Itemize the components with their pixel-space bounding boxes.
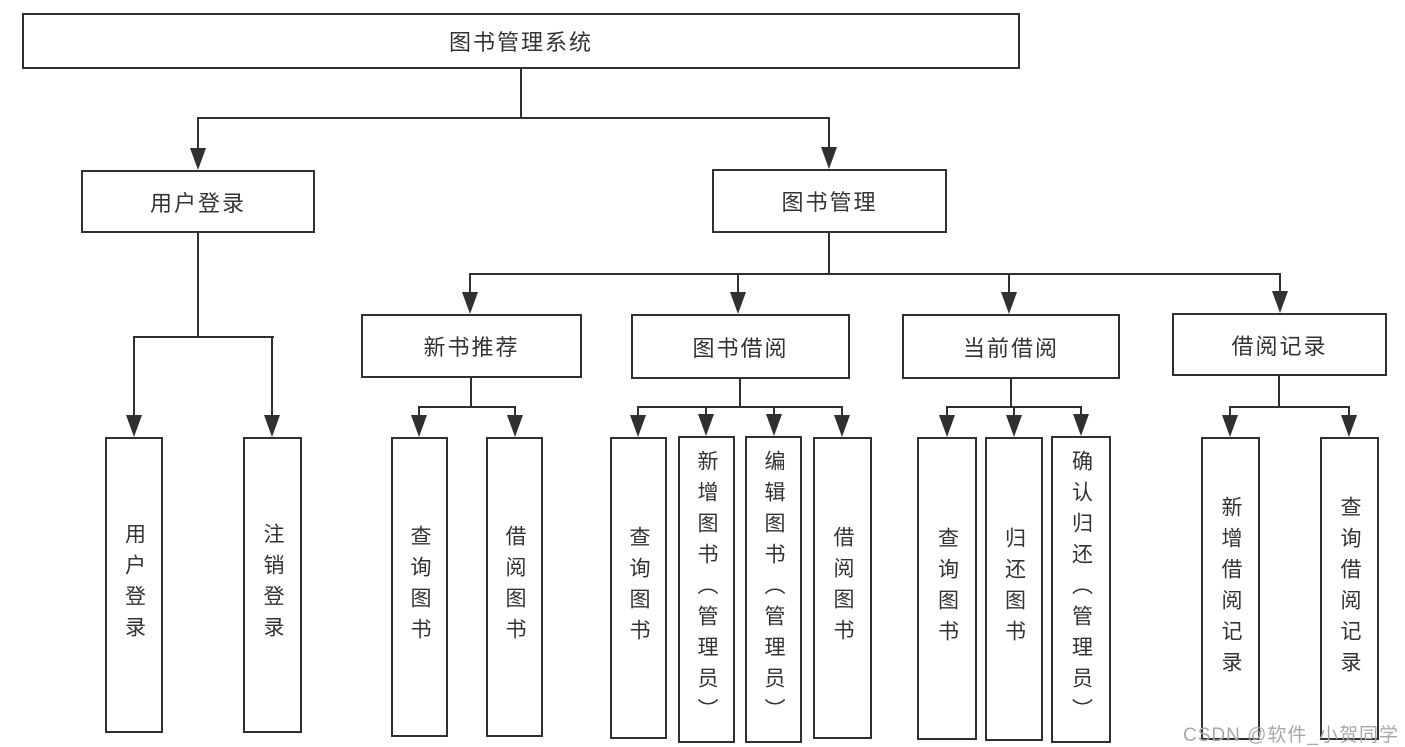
connector-new-book-stem xyxy=(470,378,472,406)
leaf-query-book-1-label: 查询图书 xyxy=(408,525,431,649)
connector-borrow-records-stem xyxy=(1278,376,1280,406)
leaf-logout-label: 注销登录 xyxy=(261,523,284,647)
leaf-query-book-2: 查询图书 xyxy=(610,437,667,739)
node-new-book-recommend: 新书推荐 xyxy=(361,314,582,378)
connector-root-to-user-login xyxy=(197,117,199,150)
arrow-down-leaf-query2 xyxy=(630,415,646,437)
leaf-add-borrow-record: 新增借阅记录 xyxy=(1201,437,1260,740)
node-root-label: 图书管理系统 xyxy=(448,30,593,55)
connector-to-leaf-confirm-return xyxy=(1080,406,1082,417)
connector-root-stem xyxy=(520,69,522,117)
connector-root-rail xyxy=(197,117,830,119)
leaf-confirm-return-admin: 确认归还（管理员） xyxy=(1051,436,1111,743)
connector-to-leaf-logout xyxy=(271,336,273,416)
connector-book-management-rail xyxy=(469,273,1281,275)
node-borrow-records-label: 借阅记录 xyxy=(1231,333,1328,359)
connector-to-leaf-add-record xyxy=(1229,406,1231,417)
connector-borrow-records-rail xyxy=(1229,406,1350,408)
connector-to-leaf-query-record xyxy=(1348,406,1350,417)
connector-to-leaf-add-book xyxy=(705,406,707,417)
connector-book-management-stem xyxy=(828,233,830,273)
connector-to-borrow-records xyxy=(1279,273,1281,293)
leaf-logout: 注销登录 xyxy=(243,437,302,733)
leaf-query-book-1: 查询图书 xyxy=(391,437,448,737)
arrow-down-leaf-return-book xyxy=(1006,415,1022,437)
leaf-edit-book-admin: 编辑图书（管理员） xyxy=(745,436,802,743)
node-book-management: 图书管理 xyxy=(712,169,947,233)
arrow-down-leaf-query1 xyxy=(411,415,427,437)
arrow-down-leaf-add-record xyxy=(1222,415,1238,437)
leaf-query-book-2-label: 查询图书 xyxy=(627,526,650,650)
node-new-book-recommend-label: 新书推荐 xyxy=(423,335,520,360)
leaf-return-book: 归还图书 xyxy=(985,437,1043,741)
connector-to-new-book xyxy=(469,273,471,294)
arrow-down-leaf-query3 xyxy=(939,415,955,437)
arrow-down-current-borrow xyxy=(1001,292,1017,314)
arrow-down-leaf-query-record xyxy=(1341,415,1357,437)
arrow-down-book-management xyxy=(821,147,837,169)
arrow-down-new-book xyxy=(462,292,478,314)
leaf-add-borrow-record-label: 新增借阅记录 xyxy=(1219,495,1242,682)
connector-to-leaf-query1 xyxy=(418,406,420,417)
node-user-login-label: 用户登录 xyxy=(149,190,246,216)
arrow-down-user-login xyxy=(190,148,206,170)
leaf-query-book-3-label: 查询图书 xyxy=(935,526,959,651)
leaf-add-book-admin: 新增图书（管理员） xyxy=(678,436,735,743)
node-borrow-records: 借阅记录 xyxy=(1172,313,1387,376)
csdn-watermark: CSDN @软件_小贺同学 xyxy=(1183,725,1399,746)
node-current-borrow: 当前借阅 xyxy=(902,314,1120,379)
node-user-login: 用户登录 xyxy=(81,170,315,233)
leaf-query-borrow-record: 查询借阅记录 xyxy=(1320,437,1379,740)
arrow-down-leaf-logout xyxy=(264,415,280,437)
leaf-borrow-book-2-label: 借阅图书 xyxy=(831,526,854,650)
node-book-borrow-label: 图书借阅 xyxy=(692,335,789,361)
arrow-down-book-borrow xyxy=(730,292,746,314)
leaf-return-book-label: 归还图书 xyxy=(1002,527,1026,651)
node-current-borrow-label: 当前借阅 xyxy=(962,335,1059,361)
arrow-down-borrow-records xyxy=(1272,291,1288,313)
arrow-down-leaf-confirm-return xyxy=(1073,414,1089,436)
connector-book-borrow-stem xyxy=(739,379,741,406)
leaf-borrow-book-2: 借阅图书 xyxy=(813,437,872,739)
leaf-user-login: 用户登录 xyxy=(105,437,163,733)
node-book-management-label: 图书管理 xyxy=(781,190,878,215)
connector-to-book-borrow xyxy=(737,273,739,294)
connector-user-login-rail xyxy=(133,336,274,338)
leaf-query-book-3: 查询图书 xyxy=(917,437,977,740)
leaf-borrow-book-1-label: 借阅图书 xyxy=(503,525,526,649)
connector-new-book-rail xyxy=(418,406,516,408)
connector-user-login-stem xyxy=(197,233,199,336)
leaf-confirm-return-admin-label: 确认归还（管理员） xyxy=(1069,450,1093,729)
connector-to-leaf-query3 xyxy=(946,406,948,417)
leaf-borrow-book-1: 借阅图书 xyxy=(486,437,543,737)
arrow-down-leaf-borrow1 xyxy=(507,415,523,437)
node-root: 图书管理系统 xyxy=(22,13,1020,69)
arrow-down-leaf-borrow2 xyxy=(834,415,850,437)
leaf-add-book-admin-label: 新增图书（管理员） xyxy=(695,450,718,729)
arrow-down-leaf-edit-book xyxy=(766,414,782,436)
connector-root-to-book-management xyxy=(828,117,830,149)
connector-to-leaf-borrow1 xyxy=(514,406,516,417)
connector-to-leaf-edit-book xyxy=(773,406,775,417)
arrow-down-leaf-login xyxy=(126,415,142,437)
connector-book-borrow-rail xyxy=(637,406,843,408)
leaf-edit-book-admin-label: 编辑图书（管理员） xyxy=(762,450,785,729)
leaf-query-borrow-record-label: 查询借阅记录 xyxy=(1338,495,1361,682)
connector-to-leaf-borrow2 xyxy=(841,406,843,417)
arrow-down-leaf-add-book xyxy=(698,414,714,436)
connector-to-current-borrow xyxy=(1008,273,1010,294)
leaf-user-login-label: 用户登录 xyxy=(122,523,146,647)
node-book-borrow: 图书借阅 xyxy=(631,314,850,379)
connector-current-borrow-stem xyxy=(1010,379,1012,406)
connector-to-leaf-login xyxy=(133,336,135,416)
connector-to-leaf-return-book xyxy=(1013,406,1015,417)
connector-to-leaf-query2 xyxy=(637,406,639,417)
